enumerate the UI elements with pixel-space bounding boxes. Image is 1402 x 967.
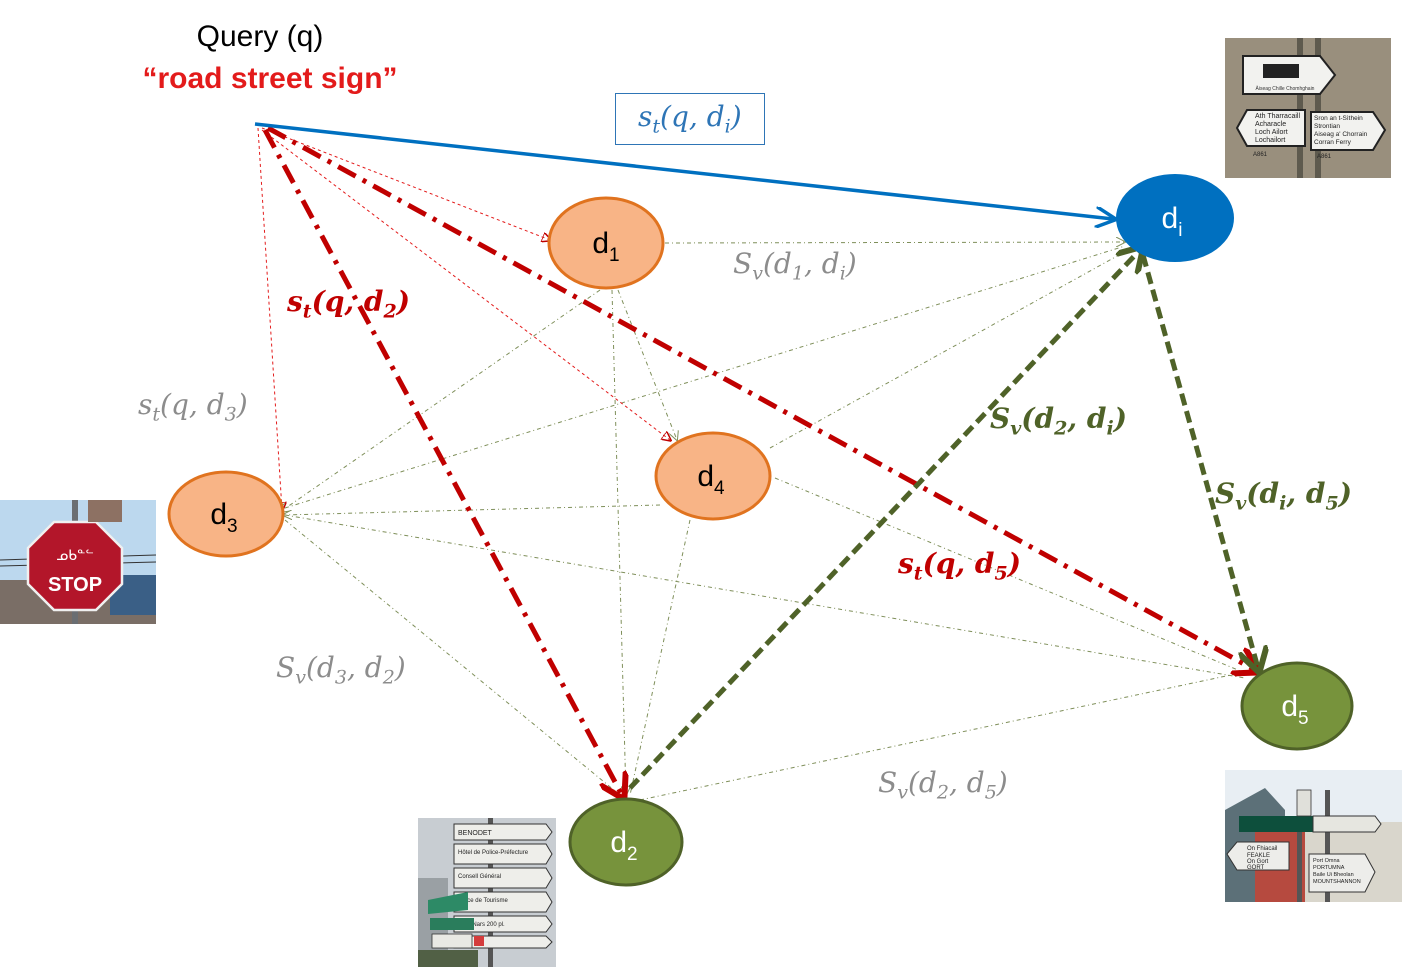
svg-text:Ath Tharracaill Acharacl: Ath Tharracaill Acharacle Loch Ailort Lo… [1255,113,1302,144]
node-d4-shape [654,431,772,521]
node-d5[interactable]: d5 [1240,661,1354,751]
label-st-q-d3: st(q, d3) [138,388,248,426]
node-d1-label: d1 [592,227,619,266]
svg-text:BENODET: BENODET [458,830,493,837]
edge-d1-d2 [611,289,626,795]
edge-q-d4-thin [261,129,670,440]
svg-text:Sron an t-Sìthein Stront: Sron an t-Sìthein Strontian Aiseag a' Ch… [1314,115,1369,146]
edge-q-d1-thin [261,127,550,240]
label-sv-d2-di: Sv(d2, di) [990,402,1127,440]
edge-d4-di [769,249,1129,449]
query-text: “road street sign” [142,62,398,95]
visual-similarity-thin-edges [280,242,1251,801]
node-d5-label: d5 [1281,690,1308,729]
photo-d3: ᓄᑲᓐᓪ STOP [0,500,157,624]
node-di[interactable]: di [1116,174,1234,262]
svg-text:Port Omna PORTUMNA: Port Omna PORTUMNA Baile Ui Bheolan MOUN… [1313,858,1361,885]
node-d3[interactable]: d3 [167,470,285,558]
node-d2-shape [568,797,684,887]
svg-text:Àiseag Chille Chomhghain: Àiseag Chille Chomhghain [1256,85,1315,92]
node-d2[interactable]: d2 [568,797,684,887]
svg-text:On Fhiacail FEAKLE: On Fhiacail FEAKLE On Gort GORT [1247,846,1279,871]
node-d4-label: d4 [697,460,725,499]
svg-text:ᓄᑲᓐᓪ: ᓄᑲᓐᓪ [56,548,94,564]
edge-di-d5-thick [1140,254,1258,668]
edge-q-d2-thick [262,128,622,795]
edge-d3-d5 [284,514,1246,679]
label-st-q-d5: st(q, d5) [898,547,1021,585]
svg-text:Office de Tourisme: Office de Tourisme [458,898,508,904]
edge-d3-d2 [284,519,621,796]
label-st-q-di: st(q, di) [615,93,765,145]
photo-di: Àiseag Chille Chomhghain Ath Tharracaill… [1225,38,1391,178]
svg-text:Le Nars 200 pl.: Le Nars 200 pl. [464,922,505,928]
edge-d4-d3 [283,504,661,515]
node-d1[interactable]: d1 [547,196,665,290]
label-sv-d2-d5: Sv(d2, d5) [878,766,1008,804]
edge-q-di [254,122,1113,219]
edge-q-d5-thick [266,125,1255,670]
svg-text:Consell Général: Consell Général [458,874,501,880]
query-thin-edges [257,127,670,510]
node-di-shape [1116,174,1234,262]
node-di-label: di [1162,202,1183,241]
svg-text:Hôtel de Police-Préfecture: Hôtel de Police-Préfecture [458,850,529,856]
svg-text:A861: A861 [1253,152,1268,158]
photo-d5: On Fhiacail FEAKLE On Gort GORT Port Omn… [1225,770,1402,902]
edge-d1-di [664,242,1125,243]
label-sv-d3-d2: Sv(d3, d2) [276,651,406,689]
edge-d4-d2 [629,519,691,796]
edge-d1-d4 [617,289,677,440]
edge-d2-di-thick [628,250,1140,790]
visual-thick-edges [628,250,1258,790]
node-d1-shape [547,196,665,290]
label-st-q-d2: st(q, d2) [287,285,410,323]
edge-d3-di [284,245,1126,509]
edge-d2-d5 [639,671,1246,801]
node-d5-shape [1240,661,1354,751]
edge-q-d3-thin [257,127,282,510]
edge-d1-d3 [280,289,601,512]
query-title: Query (q) [196,20,324,53]
query-thick-edges [262,125,1255,795]
node-d3-label: d3 [210,498,237,537]
photo-d2: BENODET Hôtel de Police-Préfecture Conse… [418,818,556,967]
label-sv-di-d5: Sv(di, d5) [1215,477,1352,515]
node-d3-shape [167,470,285,558]
svg-text:STOP: STOP [48,574,102,596]
node-d4[interactable]: d4 [654,431,772,521]
node-d2-label: d2 [610,826,637,865]
label-sv-d1-di: Sv(d1, di) [733,247,857,285]
svg-text:A861: A861 [1317,154,1332,160]
